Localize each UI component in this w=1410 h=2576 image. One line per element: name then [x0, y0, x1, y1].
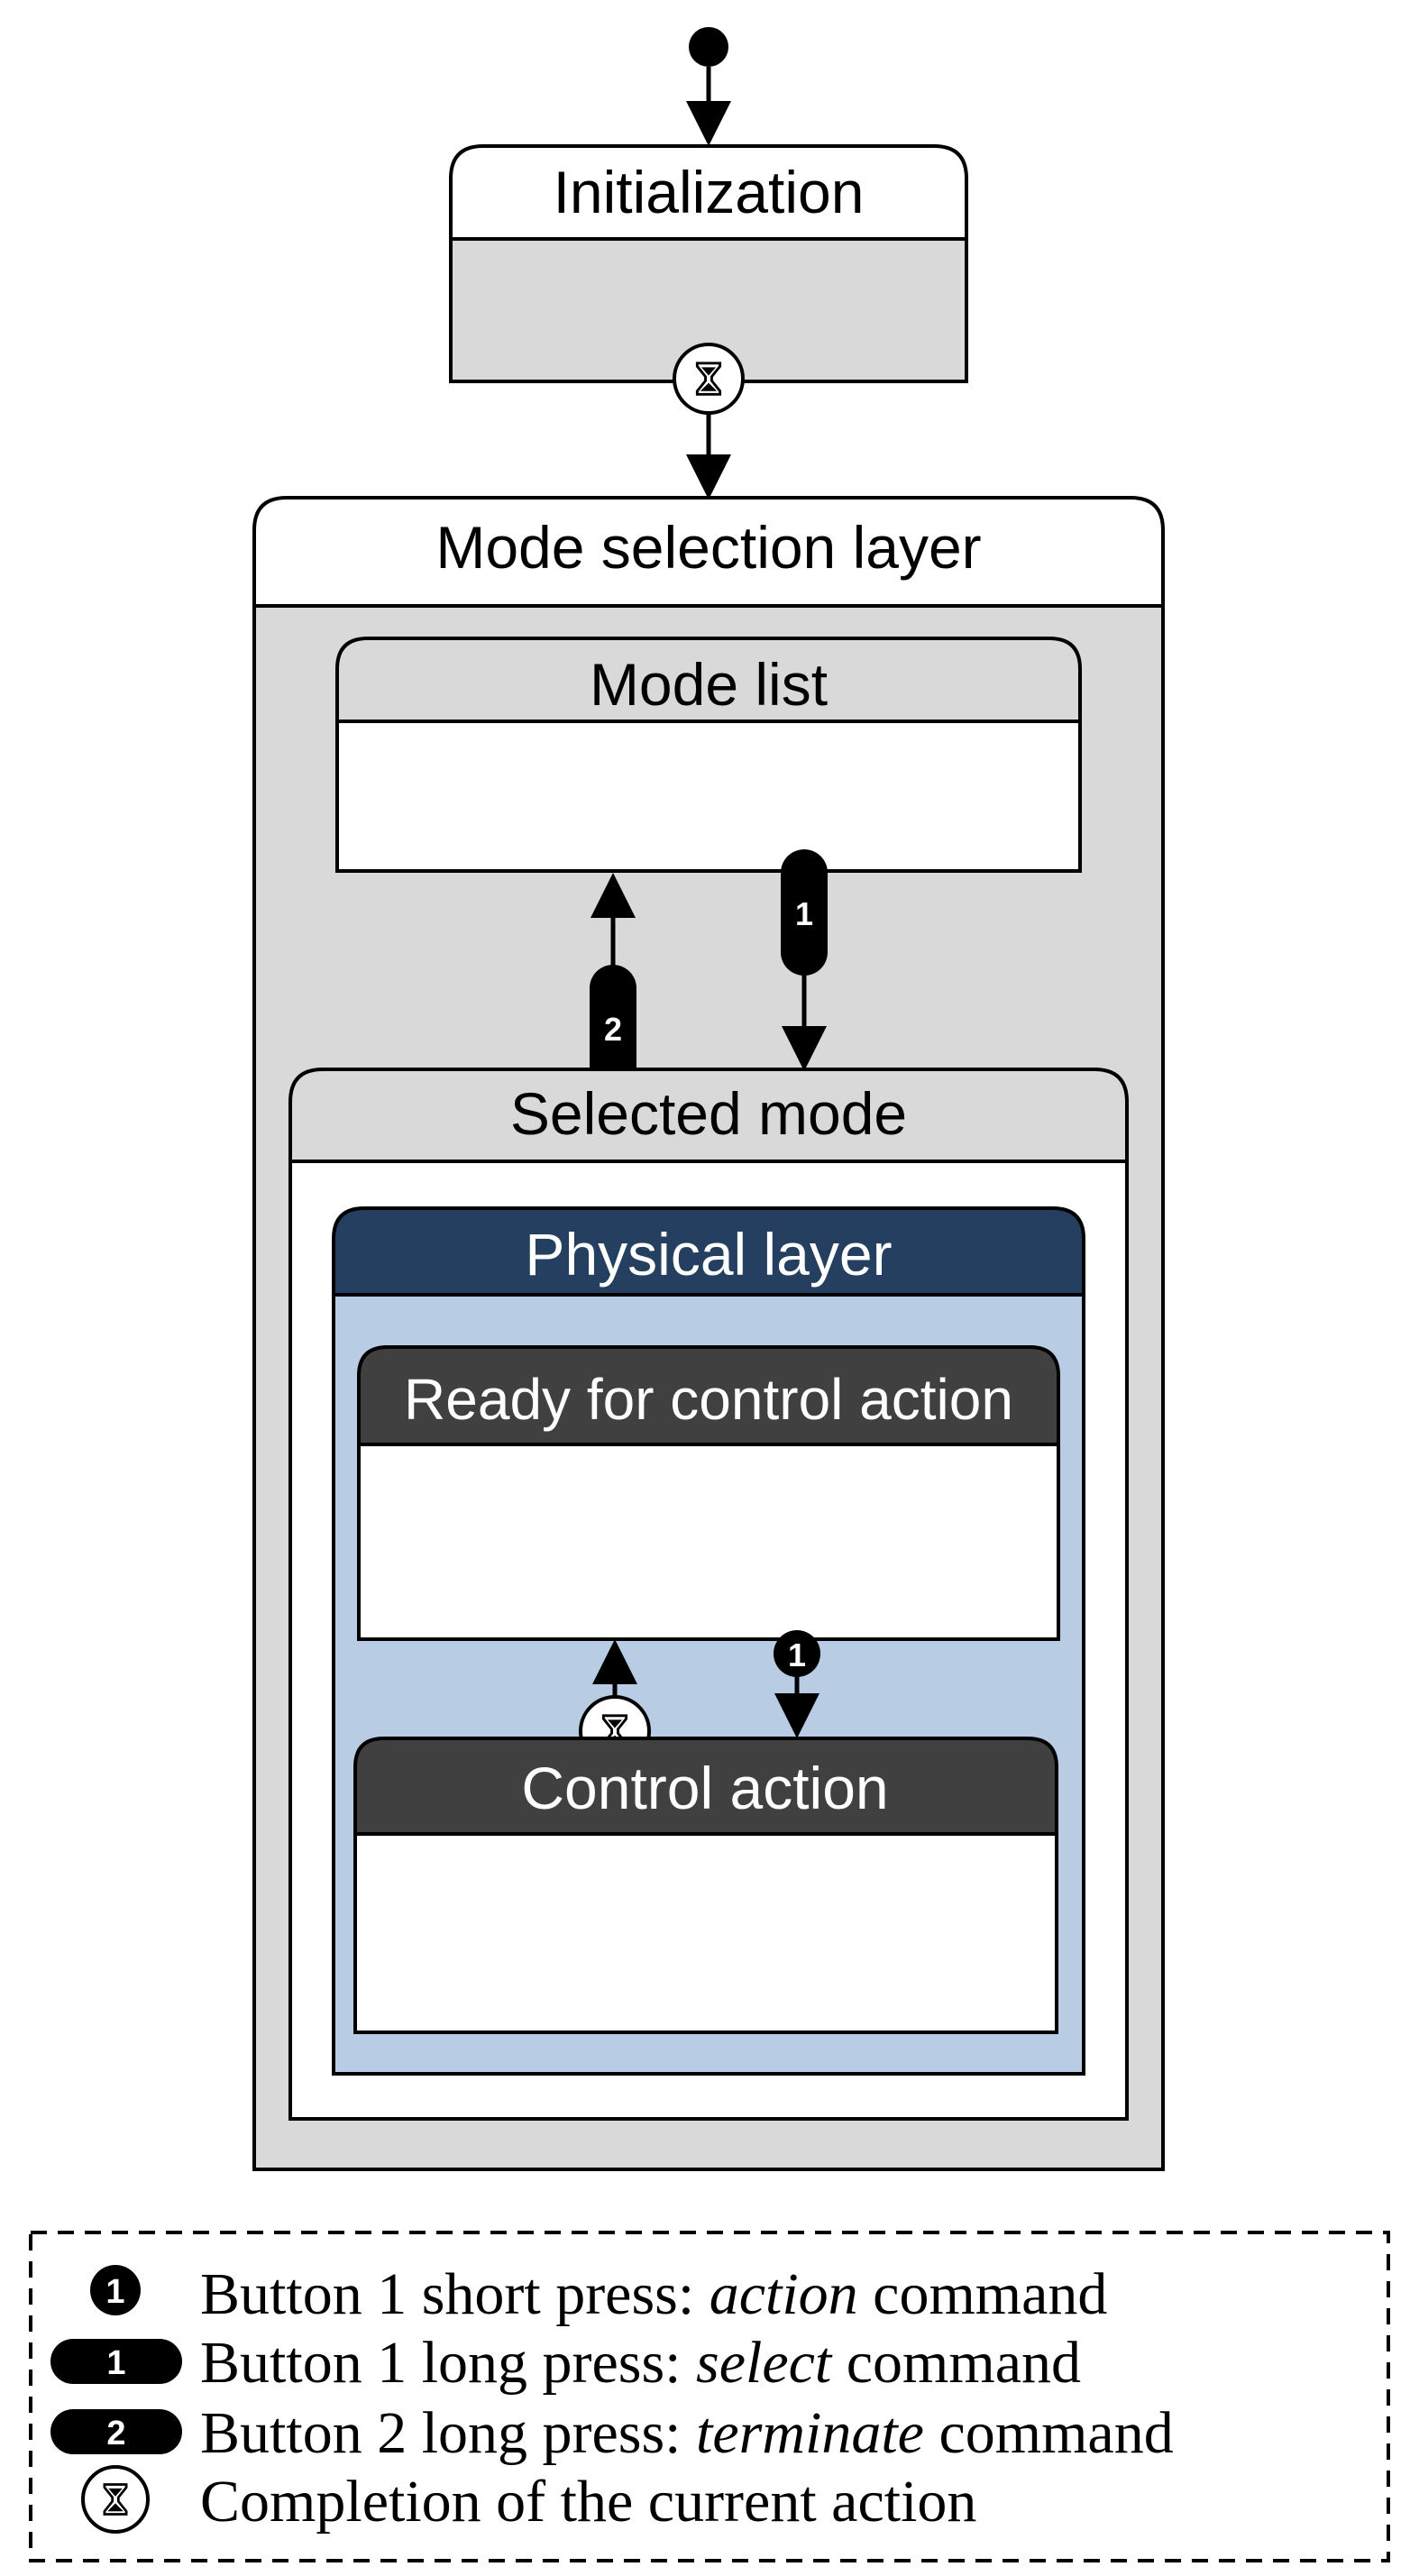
- button-2-long-press-icon: 2: [50, 2409, 182, 2454]
- hourglass-icon: [673, 343, 745, 415]
- legend-item-2: Button 1 long press: select command: [200, 2330, 1081, 2396]
- button-1-long-press-icon: 1: [781, 849, 828, 976]
- initial-state-dot: [689, 27, 728, 67]
- legend-item-1: Button 1 short press: action command: [200, 2261, 1107, 2327]
- ready-for-control-action-state: Ready for control action: [357, 1345, 1060, 1641]
- legend-item-3: Button 2 long press: terminate command: [200, 2400, 1174, 2466]
- legend-badge-2-long-label: 2: [106, 2415, 125, 2452]
- mode-selection-layer-label: Mode selection layer: [435, 514, 981, 581]
- ready-for-control-action-label: Ready for control action: [404, 1367, 1013, 1432]
- initialization-label: Initialization: [554, 159, 865, 225]
- legend-badge-1-long-label: 1: [106, 2344, 125, 2382]
- control-action-state: Control action: [353, 1737, 1058, 2034]
- legend-badge-1-short-label: 1: [105, 2273, 124, 2311]
- hourglass-icon: [81, 2465, 150, 2534]
- button-2-badge-label: 2: [604, 1011, 622, 1048]
- button-1-short-press-icon: 1: [90, 2265, 141, 2315]
- selected-mode-label: Selected mode: [510, 1080, 907, 1147]
- control-action-label: Control action: [521, 1755, 888, 1821]
- legend: 1 Button 1 short press: action command 1…: [29, 2231, 1390, 2562]
- legend-item-4: Completion of the current action: [200, 2469, 976, 2535]
- physical-layer-label: Physical layer: [525, 1221, 892, 1288]
- mode-list-state: Mode list: [335, 637, 1082, 873]
- button-1-long-press-icon: 1: [50, 2339, 182, 2384]
- mode-list-label: Mode list: [590, 651, 828, 718]
- button-1-badge-label: 1: [795, 895, 813, 932]
- button-1-short-press-icon: 1: [774, 1630, 820, 1677]
- button-1-short-badge-label: 1: [788, 1636, 806, 1673]
- button-2-long-press-icon: 2: [590, 965, 636, 1091]
